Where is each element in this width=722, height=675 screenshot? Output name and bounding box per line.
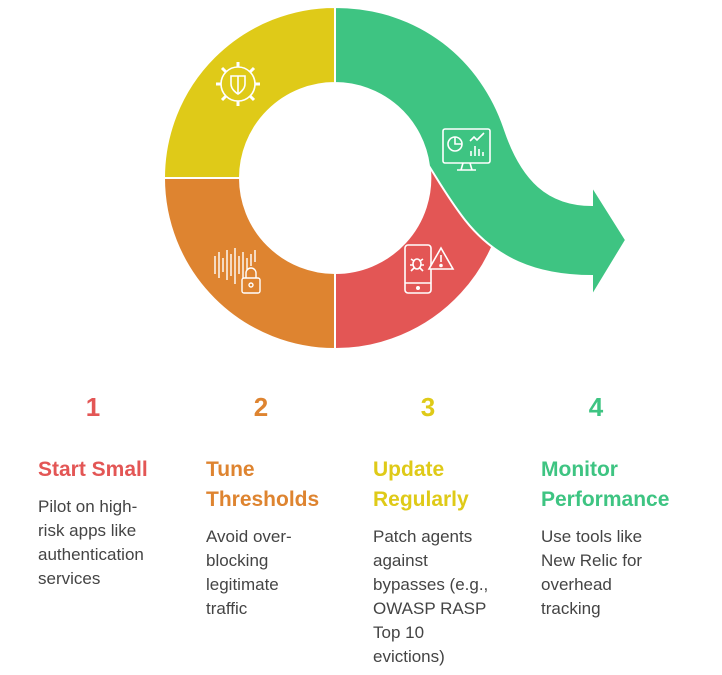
desc-line: against <box>373 551 428 570</box>
title-line: Update <box>373 458 445 481</box>
step-3: 3 Update Regularly Patch agents against … <box>373 392 533 669</box>
step-description: Use tools like New Relic for overhead tr… <box>541 525 701 621</box>
step-description: Avoid over- blocking legitimate traffic <box>206 525 366 621</box>
desc-line: OWASP RASP <box>373 599 487 618</box>
desc-line: Top 10 <box>373 623 425 642</box>
desc-line: bypasses (e.g., <box>373 575 489 594</box>
desc-line: Avoid over- <box>206 527 292 546</box>
step-4: 4 Monitor Performance Use tools like New… <box>541 392 701 621</box>
desc-line: overhead <box>541 575 612 594</box>
step-number: 2 <box>253 392 269 422</box>
step-title: Tune Thresholds <box>206 455 366 515</box>
monitor-chart-icon <box>442 128 491 171</box>
step-number: 4 <box>588 392 604 422</box>
segment-tune-thresholds <box>162 177 336 351</box>
step-title: Start Small <box>38 455 198 485</box>
desc-line: Pilot on high- <box>38 497 138 516</box>
desc-line: authentication <box>38 545 144 564</box>
title-line: Start Small <box>38 458 148 481</box>
desc-line: traffic <box>206 599 248 618</box>
desc-line: risk apps like <box>38 521 137 540</box>
desc-line: tracking <box>541 599 601 618</box>
title-line: Monitor <box>541 458 618 481</box>
segment-monitor-performance-arrow <box>334 5 628 300</box>
gear-shield-icon <box>216 62 260 106</box>
cycle-diagram <box>162 5 628 351</box>
step-2: 2 Tune Thresholds Avoid over- blocking l… <box>206 392 366 621</box>
step-title: Monitor Performance <box>541 455 701 515</box>
step-number: 3 <box>420 392 436 422</box>
desc-line: Patch agents <box>373 527 473 546</box>
phone-bug-alert-icon <box>404 244 455 294</box>
desc-line: services <box>38 569 101 588</box>
desc-line: Use tools like <box>541 527 643 546</box>
title-line: Thresholds <box>206 488 320 511</box>
step-description: Patch agents against bypasses (e.g., OWA… <box>373 525 533 669</box>
desc-line: New Relic for <box>541 551 643 570</box>
title-line: Regularly <box>373 488 469 511</box>
segment-update-regularly <box>162 5 336 179</box>
desc-line: legitimate <box>206 575 279 594</box>
step-title: Update Regularly <box>373 455 533 515</box>
desc-line: blocking <box>206 551 269 570</box>
step-number: 1 <box>85 392 101 422</box>
title-line: Performance <box>541 488 670 511</box>
soundwave-lock-icon <box>214 248 261 294</box>
step-description: Pilot on high- risk apps like authentica… <box>38 495 198 591</box>
desc-line: evictions) <box>373 647 445 666</box>
title-line: Tune <box>206 458 255 481</box>
step-1: 1 Start Small Pilot on high- risk apps l… <box>38 392 198 591</box>
